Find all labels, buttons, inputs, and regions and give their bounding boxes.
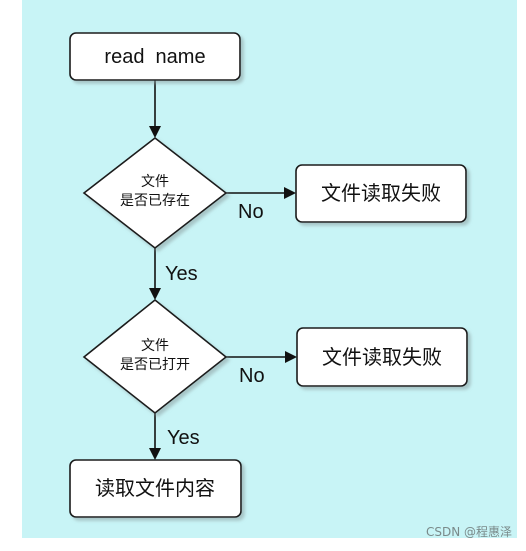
node-start-label: read name — [104, 46, 205, 68]
diagram-background — [22, 0, 517, 538]
node-read-failed-2-label: 文件读取失败 — [322, 346, 442, 369]
decision-file-exists-line2: 是否已存在 — [120, 193, 190, 209]
node-read-failed-1: 文件读取失败 — [295, 164, 467, 223]
edge-exists-no — [226, 187, 296, 199]
edge-start-to-exists — [149, 80, 161, 138]
edge-exists-yes — [149, 248, 161, 300]
edge-label-exists-no: No — [238, 201, 264, 223]
node-read-content: 读取文件内容 — [69, 459, 242, 518]
decision-file-open-line2: 是否已打开 — [120, 356, 190, 373]
edge-open-no — [226, 351, 297, 363]
edge-open-yes — [149, 413, 161, 460]
node-read-failed-2: 文件读取失败 — [296, 327, 468, 387]
decision-file-exists-line1: 文件 — [141, 174, 169, 190]
decision-file-open-line1: 文件 — [141, 338, 169, 354]
node-start: read name — [69, 32, 241, 81]
watermark: CSDN @程惠泽 — [425, 525, 512, 539]
node-read-content-label: 读取文件内容 — [95, 477, 215, 500]
decision-file-exists: 文件 是否已存在 — [82, 136, 228, 250]
node-read-failed-1-label: 文件读取失败 — [321, 182, 441, 205]
edge-label-open-no: No — [239, 365, 265, 387]
edge-label-exists-yes: Yes — [165, 263, 198, 285]
decision-file-open: 文件 是否已打开 — [82, 298, 228, 415]
edge-label-open-yes: Yes — [167, 427, 200, 449]
